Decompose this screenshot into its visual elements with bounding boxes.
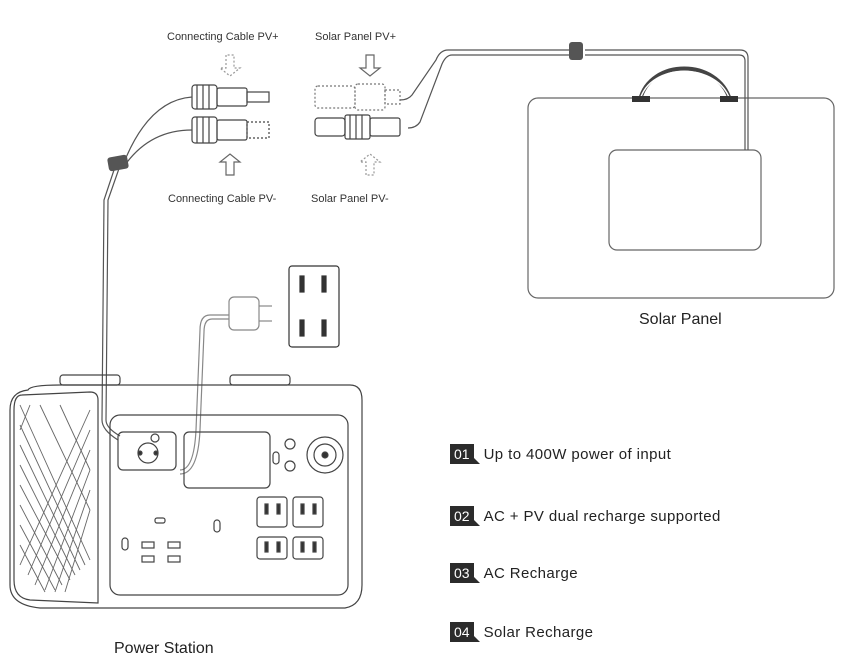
solar-panel-caption: Solar Panel xyxy=(639,311,722,328)
solar-panel-pv-plus-label: Solar Panel PV+ xyxy=(315,31,397,43)
solar-panel-illustration xyxy=(527,66,835,299)
feature-text: Up to 400W power of input xyxy=(483,445,672,463)
feature-text: Solar Recharge xyxy=(483,623,594,641)
connecting-cable-pv-minus-connector xyxy=(191,116,270,144)
ac-charger xyxy=(179,296,272,475)
feature-item-4: 04 Solar Recharge xyxy=(450,622,593,642)
feature-number: 03 xyxy=(450,563,480,583)
feature-number: 04 xyxy=(450,622,480,642)
direction-arrows xyxy=(218,54,382,176)
solar-panel-pv-minus-label: Solar Panel PV- xyxy=(311,193,389,205)
solar-panel-pv-minus-connector xyxy=(314,114,401,140)
connecting-cable-pv-plus-label: Connecting Cable PV+ xyxy=(167,31,279,43)
feature-text: AC + PV dual recharge supported xyxy=(483,507,721,525)
wall-outlet xyxy=(288,265,340,348)
connecting-cable xyxy=(101,96,193,441)
feature-number: 02 xyxy=(450,506,480,526)
connecting-cable-pv-minus-label: Connecting Cable PV- xyxy=(168,193,277,205)
feature-text: AC Recharge xyxy=(483,564,579,582)
connecting-cable-pv-plus-connector xyxy=(191,84,270,110)
feature-item-2: 02 AC + PV dual recharge supported xyxy=(450,506,721,526)
solar-panel-pv-plus-connector xyxy=(314,83,401,111)
solar-panel-cable xyxy=(399,42,749,150)
feature-item-3: 03 AC Recharge xyxy=(450,563,578,583)
feature-item-1: 01 Up to 400W power of input xyxy=(450,444,671,464)
power-station-caption: Power Station xyxy=(114,640,214,657)
power-station-illustration xyxy=(9,374,363,609)
feature-number: 01 xyxy=(450,444,480,464)
